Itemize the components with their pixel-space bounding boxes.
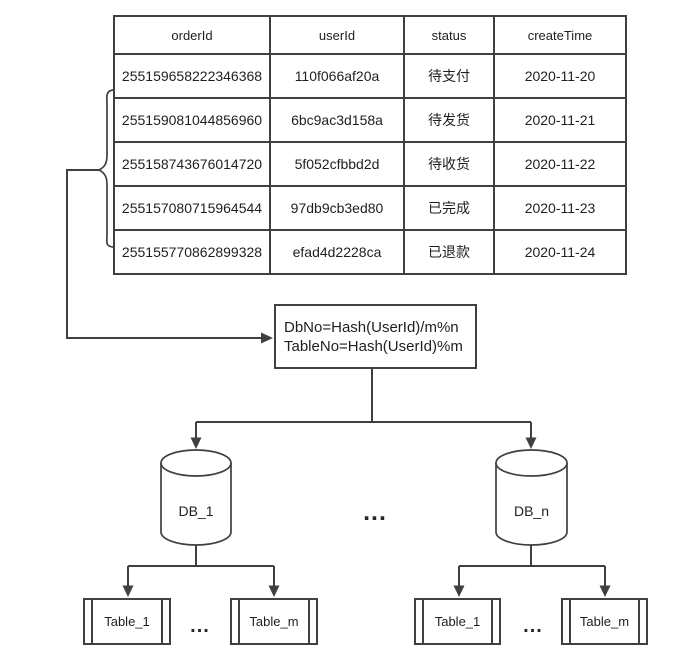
- table-node-label: Table_m: [249, 614, 299, 629]
- formula-to-db-connector: [190, 369, 537, 449]
- db-left-label: DB_1: [178, 503, 214, 519]
- arrowhead-down: [525, 437, 537, 449]
- column-header-createtime: createTime: [493, 15, 627, 55]
- table-header-row: orderId userId status createTime: [113, 15, 627, 55]
- table-cell: 255155770862899328: [113, 229, 271, 275]
- table-cell: 110f066af20a: [269, 53, 405, 99]
- table-cell: 待收货: [403, 141, 495, 187]
- curly-brace: [97, 89, 114, 248]
- arrowhead-down: [190, 437, 202, 449]
- hash-formula-box: DbNo=Hash(UserId)/m%n TableNo=Hash(UserI…: [274, 304, 477, 369]
- column-header-userid: userId: [269, 15, 405, 55]
- table-node-left-first: Table_1: [83, 598, 171, 645]
- db-cylinder-right: [495, 449, 568, 546]
- table-cell: 2020-11-24: [493, 229, 627, 275]
- table-row: 255159658222346368 110f066af20a 待支付 2020…: [113, 53, 627, 99]
- table-cell: 97db9cb3ed80: [269, 185, 405, 231]
- table-ellipsis-right: ...: [523, 614, 543, 637]
- table-cell: 6bc9ac3d158a: [269, 97, 405, 143]
- arrowhead-down: [453, 585, 465, 597]
- arrowhead-down: [268, 585, 280, 597]
- arrowhead-right: [261, 332, 273, 344]
- db-ellipsis: ...: [363, 497, 387, 526]
- table-cell: 255159658222346368: [113, 53, 271, 99]
- table-cell: 已完成: [403, 185, 495, 231]
- db-cylinder-left: [160, 449, 232, 546]
- orders-table: orderId userId status createTime 2551596…: [113, 15, 627, 275]
- table-cell: 2020-11-21: [493, 97, 627, 143]
- table-cell: efad4d2228ca: [269, 229, 405, 275]
- formula-line-table: TableNo=Hash(UserId)%m: [284, 337, 463, 355]
- table-cell: 255157080715964544: [113, 185, 271, 231]
- table-cell: 2020-11-22: [493, 141, 627, 187]
- column-header-status: status: [403, 15, 495, 55]
- table-row: 255159081044856960 6bc9ac3d158a 待发货 2020…: [113, 97, 627, 143]
- table-node-label: Table_m: [579, 614, 630, 629]
- db-right-label: DB_n: [513, 503, 550, 519]
- dbn-to-tables-connector: [453, 545, 611, 597]
- table-cell: 255159081044856960: [113, 97, 271, 143]
- formula-line-db: DbNo=Hash(UserId)/m%n: [284, 318, 459, 336]
- arrowhead-down: [599, 585, 611, 597]
- table-cell: 2020-11-20: [493, 53, 627, 99]
- table-node-label: Table_1: [104, 614, 150, 629]
- table-node-left-last: Table_m: [230, 598, 318, 645]
- table-cell: 2020-11-23: [493, 185, 627, 231]
- table-cell: 已退款: [403, 229, 495, 275]
- table-node-label: Table_1: [434, 614, 481, 629]
- table-cell: 5f052cfbbd2d: [269, 141, 405, 187]
- column-header-orderid: orderId: [113, 15, 271, 55]
- arrowhead-down: [122, 585, 134, 597]
- table-node-right-last: Table_m: [561, 598, 648, 645]
- table-row: 255158743676014720 5f052cfbbd2d 待收货 2020…: [113, 141, 627, 187]
- table-row: 255155770862899328 efad4d2228ca 已退款 2020…: [113, 229, 627, 275]
- table-cell: 255158743676014720: [113, 141, 271, 187]
- db1-to-tables-connector: [122, 545, 280, 597]
- table-ellipsis-left: ...: [190, 614, 210, 637]
- table-row: 255157080715964544 97db9cb3ed80 已完成 2020…: [113, 185, 627, 231]
- table-node-right-first: Table_1: [414, 598, 501, 645]
- table-cell: 待支付: [403, 53, 495, 99]
- table-cell: 待发货: [403, 97, 495, 143]
